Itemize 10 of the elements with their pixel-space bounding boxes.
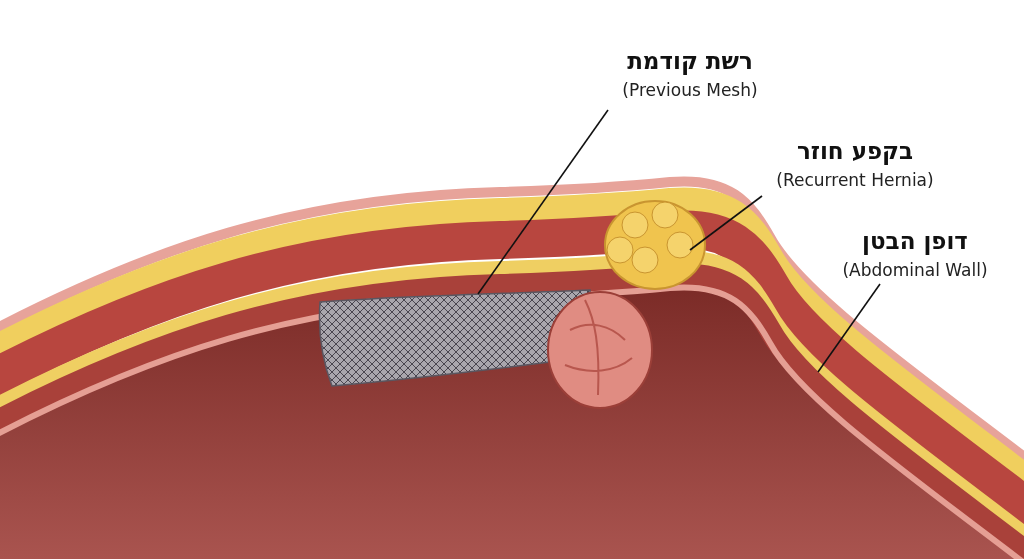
leader-line [477,109,609,295]
term-label: בקפע חוזר [796,138,914,164]
leader-line [817,283,881,373]
translation-label: (Previous Mesh) [622,80,758,100]
translation-label: (Abdominal Wall) [842,260,988,280]
translation-label: (Recurrent Hernia) [776,170,934,190]
leader-line [689,195,763,251]
hernia-drawing [547,200,706,409]
term-label: דופן הבטן [862,228,968,254]
term-label: רשת קודמת [627,48,753,74]
